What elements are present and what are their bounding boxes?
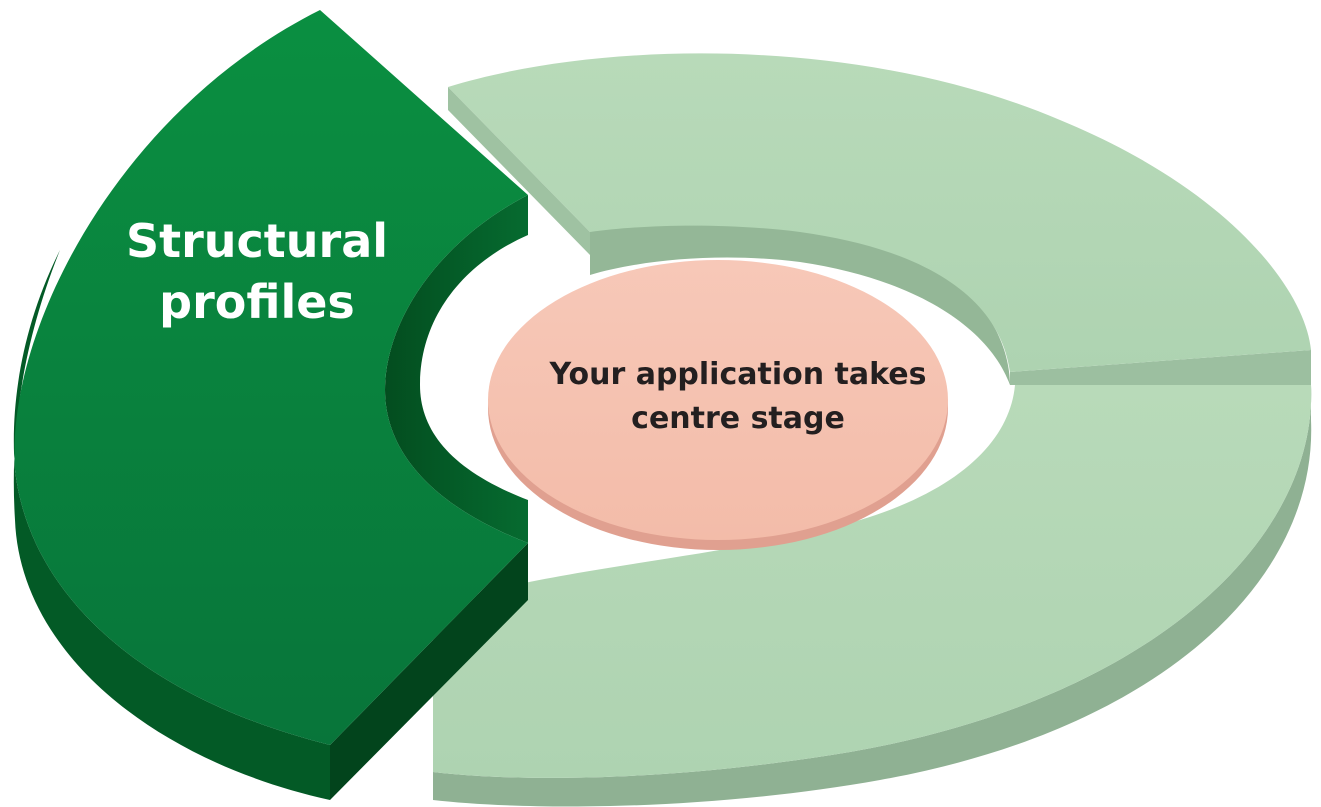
- segment-highlight-side: [13, 250, 330, 800]
- segment-upper-right-cut: [1010, 350, 1311, 385]
- segment-upper-right: [448, 53, 1311, 385]
- segment-highlight-inner-face: [385, 195, 528, 543]
- highlight-label-line2: profiles: [159, 275, 355, 329]
- center-disc-top: [488, 260, 948, 540]
- highlight-label-line1: Structural: [126, 214, 388, 268]
- segment-lower-right: [433, 385, 1312, 807]
- segment-highlight-cut: [330, 543, 528, 800]
- segment-upper-right-top: [448, 53, 1311, 373]
- segment-upper-right-left-edge: [448, 87, 590, 255]
- center-label-line2: centre stage: [631, 401, 845, 436]
- segment-lower-right-top: [433, 385, 1312, 778]
- segment-highlight[interactable]: [13, 10, 529, 800]
- segment-highlight-top: [14, 10, 529, 745]
- center-label-line1: Your application takes: [549, 357, 927, 392]
- segment-lower-right-side: [433, 385, 1312, 807]
- segment-upper-right-inner-face: [590, 216, 1010, 385]
- center-disc: [488, 260, 948, 550]
